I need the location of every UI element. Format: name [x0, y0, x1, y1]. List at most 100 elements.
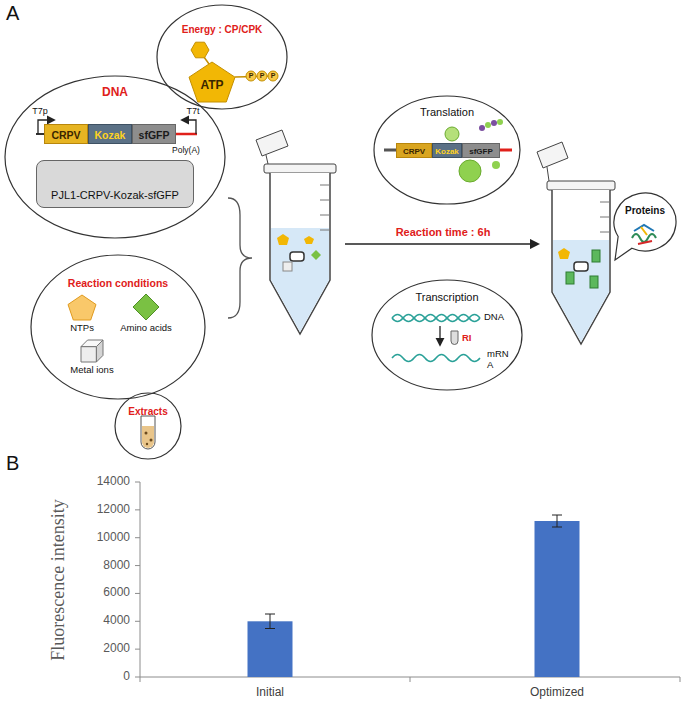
product-tube	[566, 272, 574, 284]
ntp-pentagon: NTPs	[60, 295, 104, 337]
phosphate-label: P	[249, 72, 254, 80]
ribosome	[497, 119, 503, 125]
node-text: Amino acids	[120, 323, 172, 334]
product-tube	[600, 217, 609, 218]
reaction-tube	[320, 215, 329, 216]
product-tube	[547, 181, 615, 190]
product-tube	[547, 167, 549, 181]
mrna-label: mRN A	[487, 349, 509, 371]
node-text: Extracts	[128, 406, 167, 418]
category-label: Initial	[256, 686, 284, 700]
extract-tube	[141, 416, 155, 449]
product-tube	[558, 248, 570, 259]
gene-box: sfGFP	[132, 124, 176, 144]
ntp-pentagon-shape	[68, 295, 96, 320]
bar-chart	[552, 527, 562, 528]
metal-ion-cube-shape	[96, 340, 103, 362]
dna-helix	[392, 315, 480, 322]
node-text: CRPV	[403, 147, 425, 156]
bar-chart	[135, 649, 140, 650]
node-text: sfGFP	[139, 129, 170, 141]
energy-circle: Energy : CP/CPK ATP	[156, 4, 288, 110]
node-text: DNA	[102, 86, 128, 100]
creatine-phosphate	[191, 42, 209, 64]
gene-construct	[36, 133, 44, 135]
gene-box: sfGFP	[462, 143, 500, 158]
reaction-tube	[271, 228, 329, 332]
bar-chart	[140, 482, 141, 677]
extract-tube	[146, 443, 148, 445]
reaction-tube	[304, 236, 314, 244]
node-text: ATP	[200, 79, 223, 93]
phosphate-chain	[268, 71, 278, 81]
phosphate-label: P	[260, 72, 265, 80]
axis-tick: 10000	[97, 531, 130, 545]
node-text: Translation	[420, 106, 474, 119]
conditions-ellipse: Reaction conditionsNTPsAmino acidsMetal …	[30, 254, 206, 400]
extract-tube	[150, 439, 153, 442]
bar-chart	[248, 621, 293, 677]
gene-box: Kozak	[88, 124, 132, 144]
proteins-bubble-outline	[613, 192, 677, 252]
bar-chart	[135, 677, 140, 678]
transcription-arrow	[440, 326, 458, 345]
time-arrow	[345, 244, 538, 245]
node-text: CRPV	[51, 129, 80, 141]
atp-pentagon-shape	[189, 62, 235, 102]
panel-letter: B	[6, 452, 19, 475]
reaction-tube	[256, 130, 336, 334]
protein-icon	[632, 234, 656, 242]
reaction-tube	[256, 130, 288, 156]
dna-ellipse-shape	[5, 76, 225, 238]
product-tube	[592, 250, 600, 262]
transcription-arrow	[439, 326, 440, 345]
amino-acid-diamond: Amino acids	[116, 294, 176, 337]
mrna-wave	[392, 355, 480, 362]
extract-tube	[142, 426, 154, 448]
bar-chart	[410, 677, 411, 682]
proteins-bubble: Proteins	[613, 192, 677, 252]
reaction-tube	[277, 234, 289, 245]
bar-chart	[680, 677, 681, 682]
phosphate-label: P	[271, 72, 276, 80]
reaction-tube	[320, 200, 329, 201]
reaction-tube	[320, 230, 329, 231]
bar-chart	[270, 614, 271, 629]
reaction-tube	[270, 173, 330, 334]
ntp-pentagon-outline	[68, 295, 96, 320]
bar-chart	[140, 677, 141, 682]
node-text: Energy : CP/CPK	[182, 24, 263, 36]
phosphate-chain	[257, 71, 267, 81]
extracts-circle: Extracts	[114, 392, 182, 460]
bar-chart	[135, 537, 140, 538]
axis-tick: 14000	[97, 475, 130, 489]
phosphate-chain	[235, 71, 278, 81]
axis-tick: 6000	[103, 587, 130, 601]
node-text: Proteins	[625, 205, 665, 217]
phosphate-chain	[246, 71, 256, 81]
conditions-ellipse-shape	[31, 255, 205, 399]
panel-letter: A	[6, 2, 19, 25]
bar-chart	[135, 482, 680, 682]
plasmid-box: PJL1-CRPV-Kozak-sfGFP	[36, 160, 194, 208]
reaction-tube	[320, 185, 329, 186]
product-tube	[553, 240, 609, 342]
bar-chart	[552, 515, 562, 516]
node-text: Reaction conditions	[68, 277, 168, 289]
mrna-strand	[500, 149, 512, 152]
node-text: NTPs	[70, 323, 94, 334]
bar-chart	[135, 509, 140, 510]
ribosome	[485, 122, 491, 128]
node-text: Transcription	[415, 291, 478, 304]
category-label: Optimized	[530, 686, 584, 700]
translation-ellipse-shape	[374, 96, 520, 204]
axis-tick: 12000	[97, 503, 130, 517]
axis-tick: 8000	[103, 559, 130, 573]
product-tube	[537, 142, 568, 168]
bar-chart	[135, 565, 140, 566]
node-text: Kozak	[95, 129, 126, 141]
product-tube	[600, 202, 609, 203]
transcription-ellipse: Transcription	[371, 279, 523, 391]
time-arrow	[345, 243, 538, 245]
